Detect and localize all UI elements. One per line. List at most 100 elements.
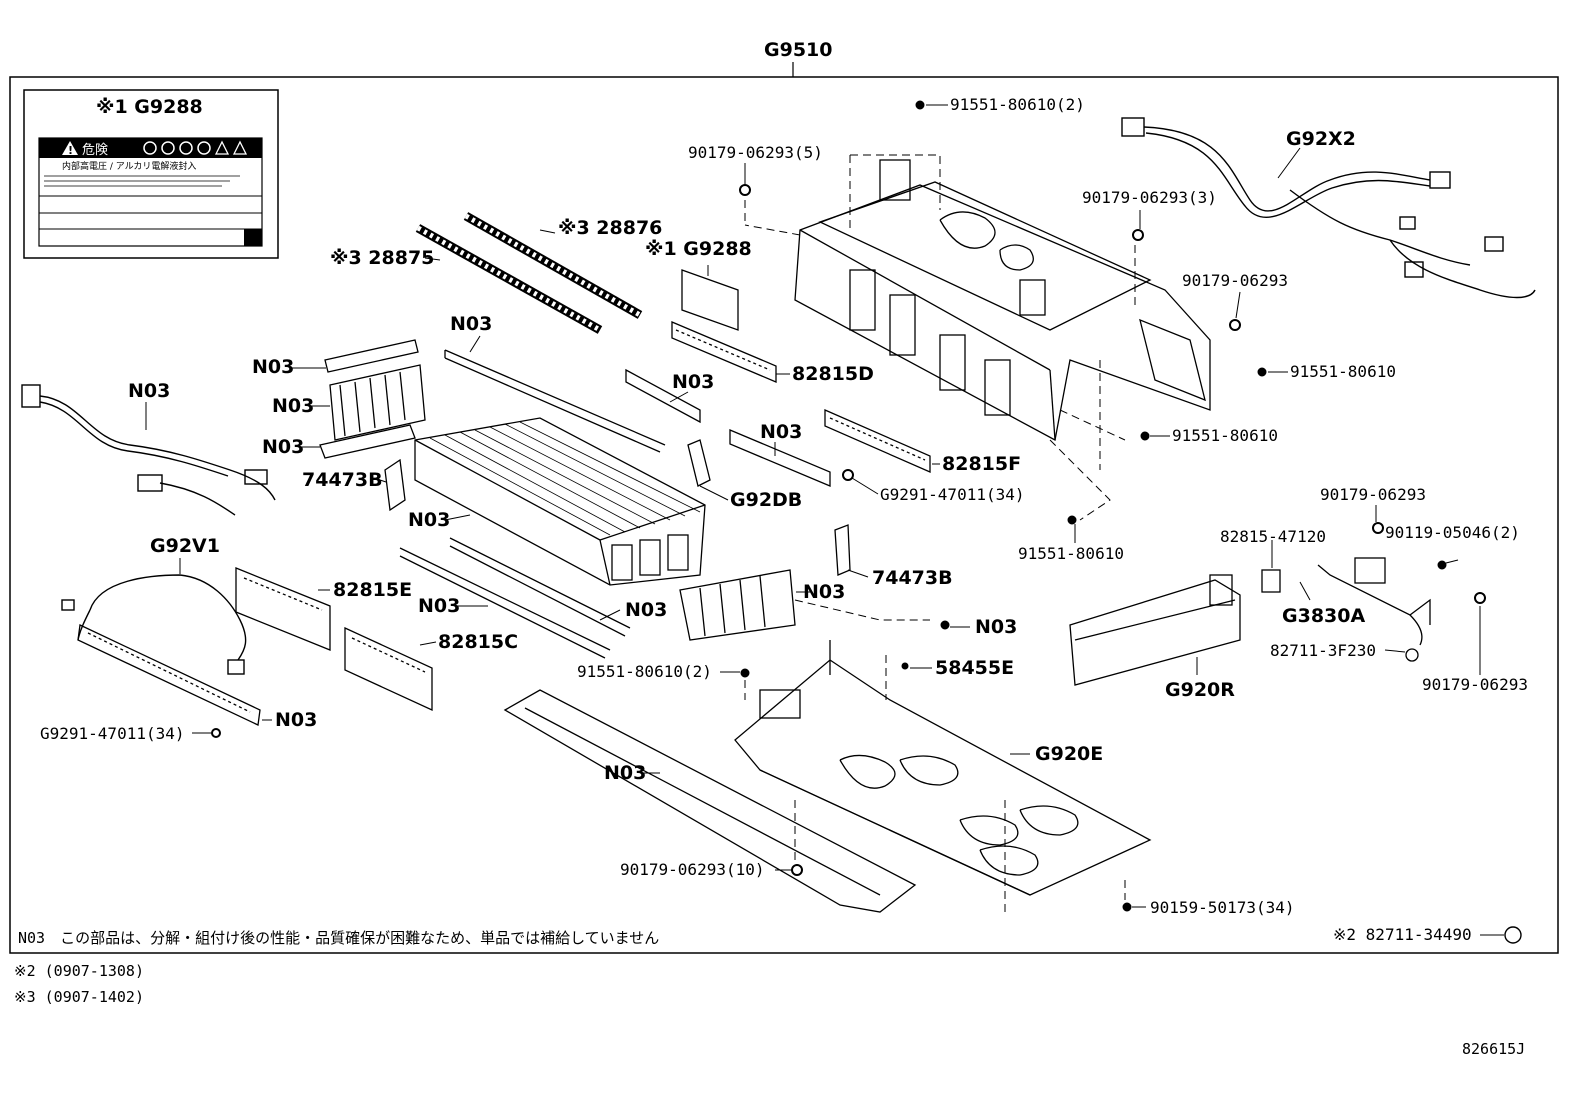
warning-fine-print [44, 175, 240, 187]
callout-g92x2: G92X2 [1286, 128, 1356, 150]
connector-82815-47120-drawing [1261, 569, 1281, 593]
upper-case-drawing [794, 159, 1211, 441]
svg-text:!: ! [68, 144, 73, 157]
callout-n03-plate-top: N03 [252, 356, 294, 378]
callout-n03-harness: N03 [128, 380, 170, 402]
lower-tray-bolt-lines [744, 599, 1126, 915]
callout-n03-plate-mid: N03 [272, 395, 314, 417]
battery-cell-lines [429, 421, 701, 536]
callout-82815f: 82815F [942, 453, 1021, 475]
prohibit-icon-3 [179, 141, 193, 155]
wire-harness-g92x2-drawing [1121, 117, 1536, 299]
bus-bar-82815d-drawing [671, 321, 777, 383]
callout-74473b-right: 74473B [872, 567, 953, 589]
battery-stack-drawing [414, 417, 706, 586]
note-3: ※3 (0907-1402) [14, 988, 144, 1006]
callout-58455e: 58455E [935, 657, 1014, 679]
note-2: ※2 (0907-1308) [14, 962, 144, 980]
nut-icon [739, 184, 751, 196]
callout-n03-plate-bottom: N03 [262, 436, 304, 458]
callout-82815-47120: 82815-47120 [1220, 527, 1326, 546]
drawing-number: 826615J [1462, 1040, 1526, 1058]
callout-g9288-small: ※1 G9288 [645, 238, 752, 260]
callout-91551-80610-b: 91551-80610 [1172, 426, 1278, 445]
callout-g92v1: G92V1 [150, 535, 220, 557]
lower-frame-n03-drawing [503, 689, 917, 913]
bracket-74473b-left-drawing [384, 458, 406, 512]
bolt-icon [1067, 515, 1077, 525]
bolt-icon [1257, 367, 1267, 377]
callout-82711-3f230: 82711-3F230 [1270, 641, 1376, 660]
callout-91551-80610-a: 91551-80610 [1290, 362, 1396, 381]
bolt-icon [1122, 902, 1132, 912]
warning-subheader: 内部高電圧 / アルカリ電解液封入 [62, 160, 196, 172]
nut-icon [1372, 522, 1384, 534]
callout-90179-06293-10: 90179-06293(10) [620, 860, 765, 879]
prohibit-icon-2 [161, 141, 175, 155]
callout-90179-06293-c: 90179-06293 [1422, 675, 1528, 694]
callout-90159-50173-34: 90159-50173(34) [1150, 898, 1295, 917]
callout-n03-stack: N03 [408, 509, 450, 531]
nut-icon [211, 728, 221, 738]
callout-n03-rod-upper: N03 [450, 313, 492, 335]
bracket-g92db-drawing [687, 439, 711, 487]
callout-82815c: 82815C [438, 631, 518, 653]
footnote: N03 この部品は、分解・組付け後の性能・品質確保が困難なため、単品では補給して… [18, 929, 659, 947]
callout-82711-34490: ※2 82711-34490 [1333, 925, 1472, 944]
bracket-g3830a-drawing [1317, 557, 1431, 662]
upper-rod-n03-drawing [444, 349, 666, 453]
callout-n03-busbar-mid: N03 [760, 421, 802, 443]
prohibit-icon-4 [197, 141, 211, 155]
lower-rods-n03-drawing [399, 537, 631, 659]
bus-bar-82815f-drawing [824, 409, 931, 473]
bolt-icon [1140, 431, 1150, 441]
bolt-icon [1437, 560, 1447, 570]
lower-tray-g920e-drawing [734, 640, 1152, 896]
callout-90179-06293-b: 90179-06293 [1320, 485, 1426, 504]
end-plate-n03-right-drawing [679, 569, 796, 641]
callout-91551-80610-2-bottom: 91551-80610(2) [577, 662, 712, 681]
bolt-icon [940, 620, 950, 630]
callout-n03-frame: N03 [604, 762, 646, 784]
callout-g9291-47011-34-right: G9291-47011(34) [880, 485, 1025, 504]
callout-90179-06293-3: 90179-06293(3) [1082, 188, 1217, 207]
footnote-description: この部品は、分解・組付け後の性能・品質確保が困難なため、単品では補給していません [60, 929, 660, 947]
clip-82711-34490-icon [1504, 926, 1522, 944]
callout-n03-endplate-right: N03 [803, 581, 845, 603]
warning-label-box: ※1 G9288 ! 危険 内部高電圧 / アルカリ電解液封入 [23, 89, 279, 259]
caution-icon-2 [232, 140, 248, 155]
callout-82815e: 82815E [333, 579, 412, 601]
callout-g92db: G92DB [730, 489, 802, 511]
callout-g3830a: G3830A [1282, 605, 1365, 627]
bolt-icon [901, 662, 909, 670]
footnote-part-code: N03 [18, 929, 46, 947]
callout-90119-05046-2: 90119-05046(2) [1385, 523, 1520, 542]
callout-90179-06293-5: 90179-06293(5) [688, 143, 823, 162]
callout-n03-rod-lower-right: N03 [625, 599, 667, 621]
nut-icon [842, 469, 854, 481]
nut-icon [791, 864, 803, 876]
caution-icon-1 [214, 140, 230, 155]
callout-g920r: G920R [1165, 679, 1235, 701]
callout-28876: ※3 28876 [558, 217, 662, 239]
nut-icon [1229, 319, 1241, 331]
warning-label-ref: ※1 G9288 [96, 96, 203, 118]
callout-n03-bolt: N03 [975, 616, 1017, 638]
callout-g9291-47011-34-left: G9291-47011(34) [40, 724, 185, 743]
bus-bar-n03-upper-drawing [625, 368, 701, 424]
diagram-frame [9, 76, 1559, 954]
bus-bar-n03-middle-drawing [729, 429, 831, 487]
nut-icon [1132, 229, 1144, 241]
bus-bar-82815e-drawing [235, 567, 331, 651]
callout-labels: 91551-80610(2) 90179-06293(5) G92X2 9017… [40, 95, 1528, 944]
nut-icon [1474, 592, 1486, 604]
warning-triangle-icon [62, 141, 78, 155]
callout-82815d: 82815D [792, 363, 874, 385]
assembly-title: G9510 [764, 39, 832, 61]
callout-n03-busbar-upper: N03 [672, 371, 714, 393]
callout-g920e: G920E [1035, 743, 1103, 765]
callout-n03-busbar-lower: N03 [275, 709, 317, 731]
end-plate-assembly-n03-drawing [319, 339, 426, 459]
wire-harness-g92v1-drawing [61, 574, 247, 675]
